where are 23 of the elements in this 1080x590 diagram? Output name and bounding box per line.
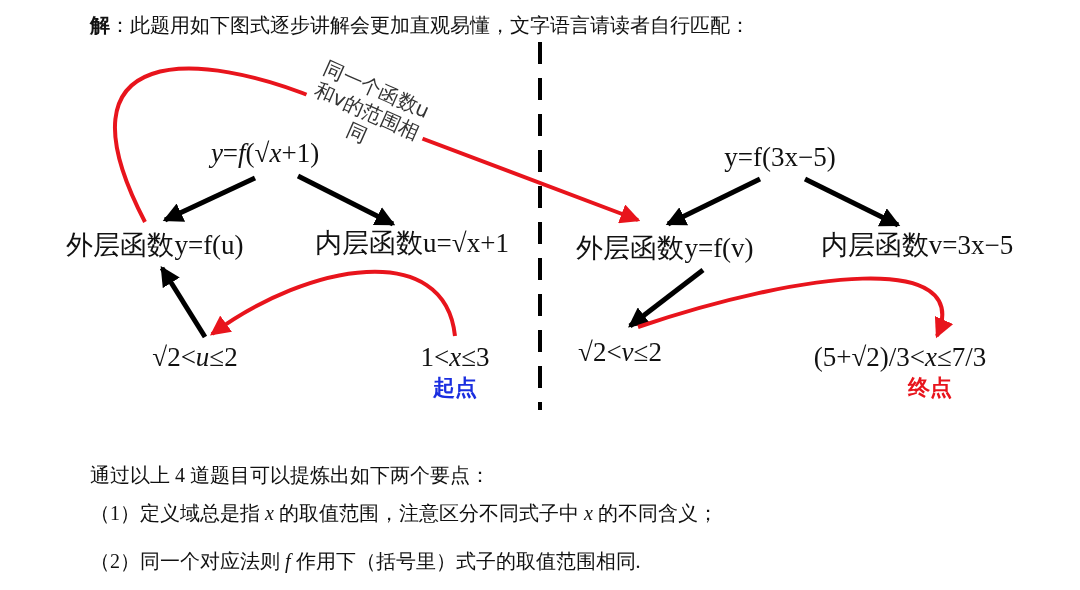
formula-text: 内层函数u=√x+1	[315, 227, 509, 260]
formula-text: (5+√2)/3<x≤7/3	[813, 341, 987, 373]
summary-text: （1）定义域总是指 x 的取值范围，注意区分不同式子中 x 的不同含义；	[90, 501, 718, 526]
arrow	[159, 265, 208, 339]
formula-text: √2<v≤2	[578, 336, 662, 368]
formula-text: √2<u≤2	[152, 341, 238, 373]
point-label: 起点	[433, 373, 477, 402]
arrow	[637, 276, 952, 339]
arrow	[209, 270, 457, 337]
formula-text: 外层函数y=f(v)	[576, 232, 754, 265]
intro-text: 解：此题用如下图式逐步讲解会更加直观易懂，文字语言请读者自行匹配：	[90, 13, 750, 38]
arrow	[296, 173, 396, 227]
arrow	[162, 175, 257, 223]
arrow	[803, 176, 901, 228]
arrow	[665, 176, 762, 227]
formula-text: 外层函数y=f(u)	[66, 229, 244, 262]
summary-text: 通过以上 4 道题目可以提炼出如下两个要点：	[90, 463, 490, 488]
arrow	[628, 268, 705, 328]
point-label: 终点	[908, 373, 952, 402]
formula-text: 内层函数v=3x−5	[820, 229, 1014, 262]
summary-text: （2）同一个对应法则 f 作用下（括号里）式子的取值范围相同.	[90, 549, 641, 575]
formula-text: 1<x≤3	[420, 341, 490, 373]
formula-text: y=f(3x−5)	[724, 141, 836, 173]
